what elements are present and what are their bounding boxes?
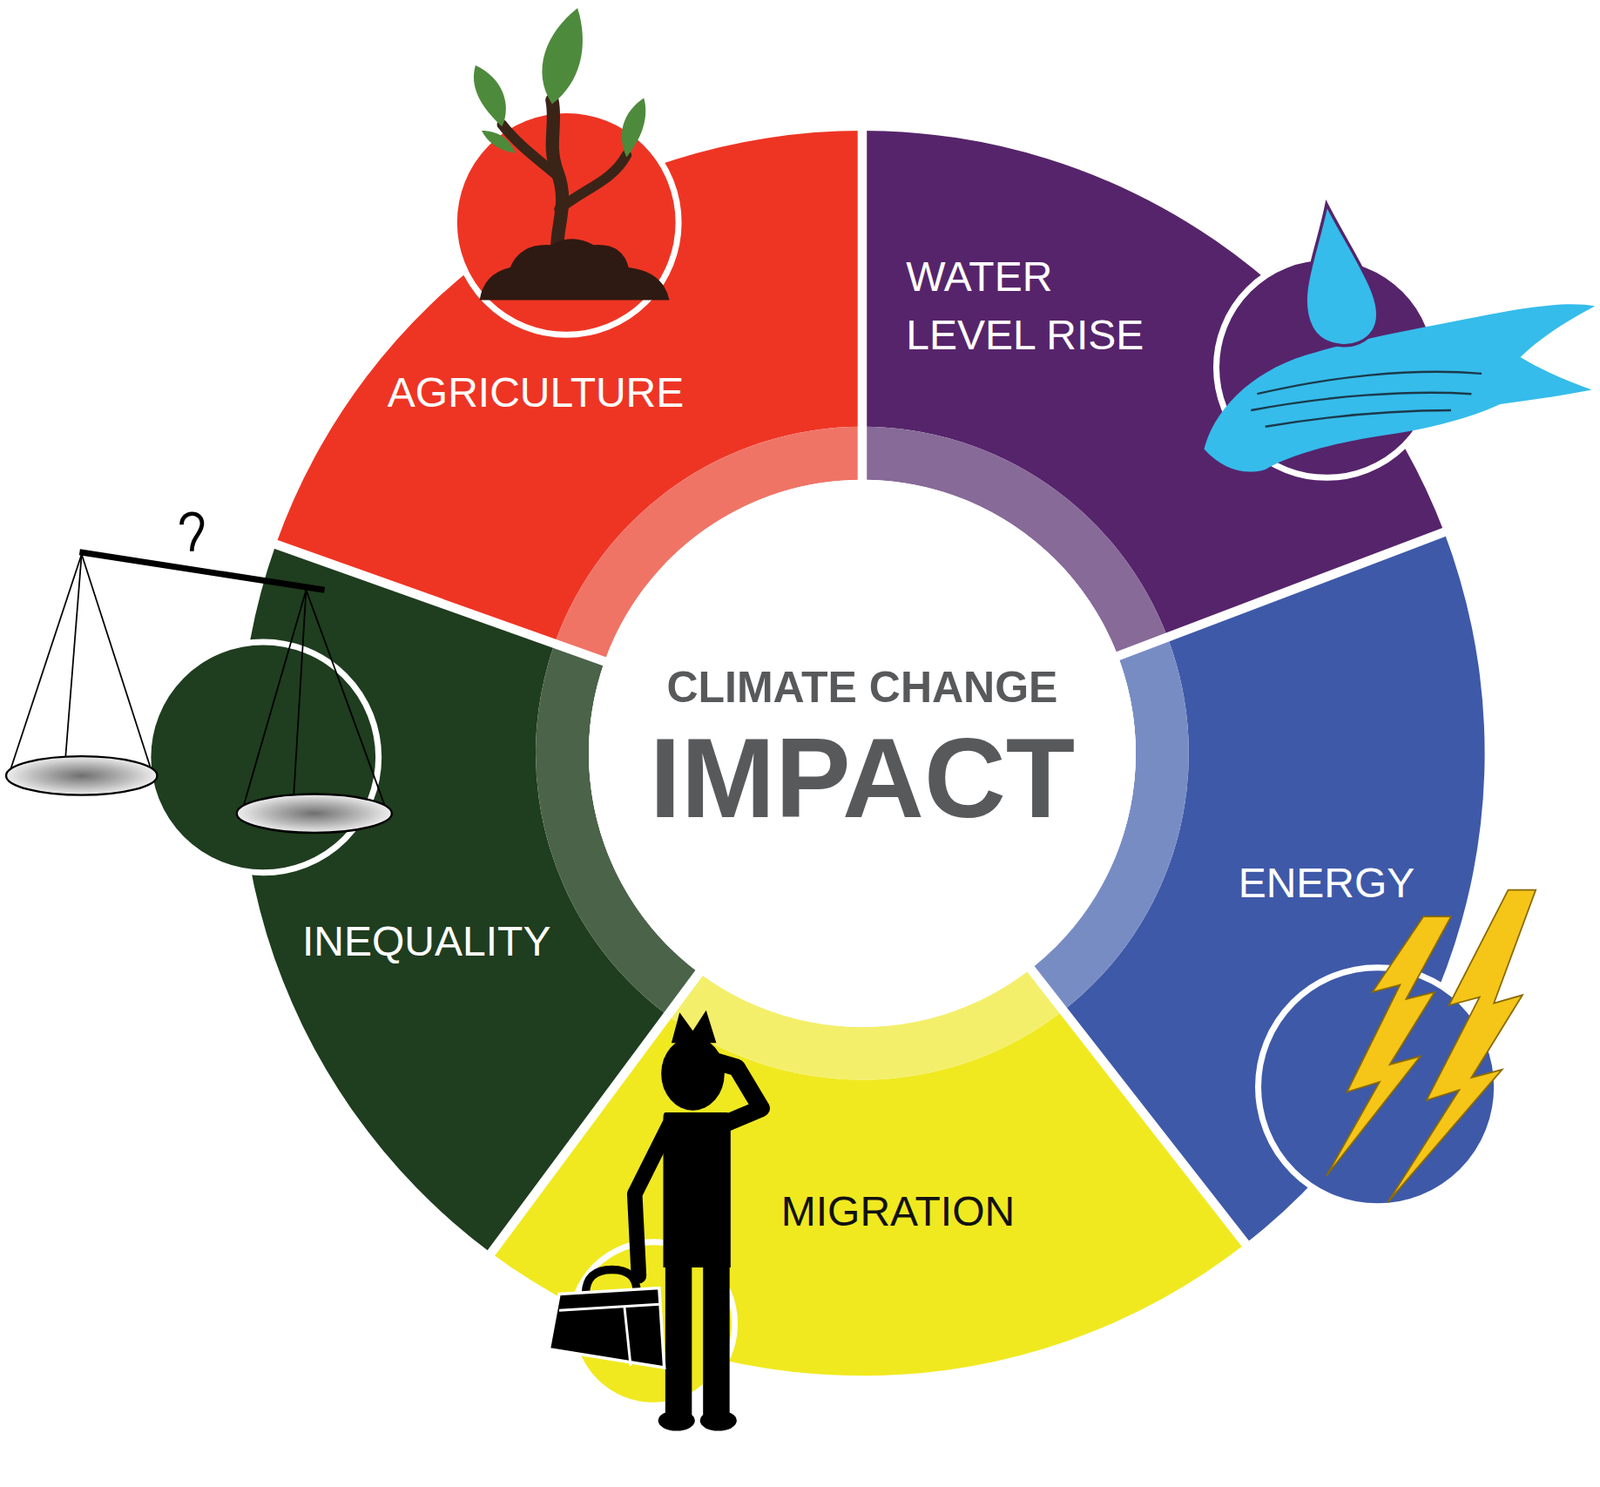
agriculture-band: AGRICULTURE <box>387 368 684 417</box>
ring <box>239 124 1485 1376</box>
center-disc <box>588 479 1136 1027</box>
center-title: IMPACT <box>649 713 1076 844</box>
center-circle: CLIMATE CHANGEIMPACT <box>588 479 1136 1027</box>
migration-band: MIGRATION <box>781 1187 1015 1236</box>
water-icon <box>1203 203 1595 478</box>
center-heading: CLIMATE CHANGE <box>666 662 1058 714</box>
segment-divider <box>270 542 611 664</box>
segment-label: AGRICULTURE <box>387 368 684 417</box>
scale-icon <box>6 513 392 873</box>
plant-icon <box>453 7 679 335</box>
segment-label: ENERGY <box>1238 858 1416 907</box>
migrant-icon <box>548 1010 762 1432</box>
segment-label: MIGRATION <box>781 1187 1015 1236</box>
segment-divider <box>1026 964 1249 1249</box>
segment-label: INEQUALITY <box>302 917 551 966</box>
segment-divider <box>1112 529 1451 658</box>
energy-band: ENERGY <box>1238 858 1416 907</box>
inequality-band: INEQUALITY <box>302 917 551 966</box>
segment-divider <box>857 124 868 487</box>
water-band: WATER LEVEL RISE <box>905 247 1168 365</box>
segment-label: WATER LEVEL RISE <box>905 247 1168 365</box>
lightning-icon <box>1258 890 1537 1207</box>
